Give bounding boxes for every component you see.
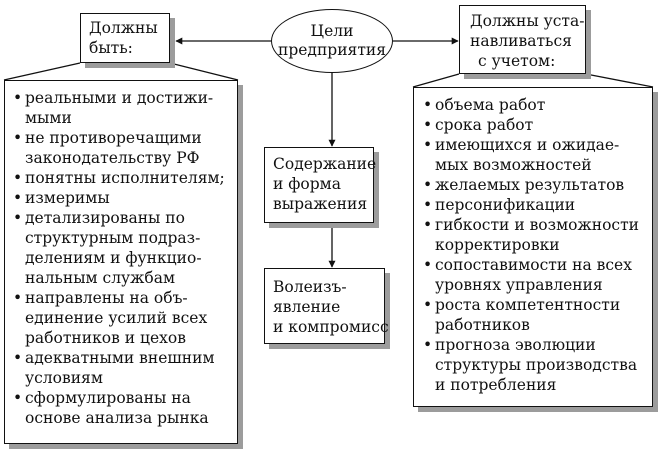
right-list-item-line: желаемых результатов: [435, 176, 625, 194]
right-factors-list: объема работсрока работимеющихся и ожида…: [421, 95, 646, 395]
right-list-item-line: корректировки: [435, 236, 560, 254]
right-list-item: имеющихся и ожидае-мых возможностей: [421, 135, 646, 175]
right-list-item: объема работ: [421, 95, 646, 115]
left-list-item: детализированы по структурным подраз-деле…: [11, 208, 231, 288]
left-list-item-line: понятны исполнителям;: [25, 169, 225, 187]
right-list-item-line: прогноза эволюции: [435, 336, 596, 354]
left-header-line: Должны: [89, 19, 158, 37]
right-list-item: персонификации: [421, 195, 646, 215]
left-criteria-list: реальными и достижи-мымине противоречащи…: [11, 88, 231, 428]
left-list-item-line: основе анализа рынка: [25, 409, 209, 427]
right-list-item-line: имеющихся и ожидае-: [435, 136, 620, 154]
content-box-line: выражения: [273, 195, 368, 213]
right-list-item-line: объема работ: [435, 96, 546, 114]
right-header-line: Должны уста-: [470, 12, 585, 30]
left-list-item: сформулированы на основе анализа рынка: [11, 388, 231, 428]
right-list-box: объема работсрока работимеющихся и ожида…: [413, 87, 653, 407]
left-list-item-line: единение усилий всех: [25, 309, 208, 327]
left-list-item-line: работников и цехов: [25, 329, 186, 347]
left-list-item-line: условиям: [25, 369, 103, 387]
will-box-line: явление: [273, 298, 341, 316]
right-list-item: желаемых результатов: [421, 175, 646, 195]
left-list-item-line: законодательству РФ: [25, 149, 200, 167]
right-list-item: роста компетентности работников: [421, 295, 646, 335]
left-list-box: реальными и достижи-мымине противоречащи…: [4, 80, 238, 444]
right-list-item-line: персонификации: [435, 196, 576, 214]
funnel-right-outer: [412, 73, 460, 88]
will-box-line: Волеизъ-: [273, 278, 347, 296]
left-list-item-line: мыми: [25, 109, 72, 127]
funnel-left-outer: [3, 62, 81, 81]
left-list-item-line: сформулированы на: [25, 389, 191, 407]
goals-line: Цели: [310, 22, 354, 40]
left-list-item-line: не противоречащими: [25, 129, 202, 147]
right-list-item: гибкости и возможности корректировки: [421, 215, 646, 255]
funnel-left-inner: [169, 62, 239, 81]
content-box-line: и форма: [273, 175, 341, 193]
left-list-item: не противоречащими законодательству РФ: [11, 128, 231, 168]
left-list-item-line: делениям и функцио-: [25, 249, 202, 267]
left-list-item-line: реальными и достижи-: [25, 89, 214, 107]
left-list-item-line: нальным службам: [25, 269, 176, 287]
right-list-item-line: сопоставимости на всех: [435, 256, 632, 274]
goals-line: предприятия: [277, 41, 386, 59]
left-list-item-line: измеримы: [25, 189, 110, 207]
left-list-item: измеримы: [11, 188, 231, 208]
right-list-item-line: срока работ: [435, 116, 534, 134]
right-header-line: навливаться: [470, 32, 572, 50]
left-list-item: направлены на объ-единение усилий всех ра…: [11, 288, 231, 348]
right-list-item: сопоставимости на всех уровнях управления: [421, 255, 646, 295]
right-header-line: с учетом:: [478, 52, 556, 70]
will-box: Волеизъ- явление и компромисс: [264, 268, 389, 344]
left-list-item-line: направлены на объ-: [25, 289, 188, 307]
right-list-item-line: роста компетентности: [435, 296, 621, 314]
left-list-item: понятны исполнителям;: [11, 168, 231, 188]
will-box-line: и компромисс: [273, 318, 389, 336]
left-header-line: быть:: [89, 39, 133, 57]
right-list-item: прогноза эволюции структуры производства и…: [421, 335, 646, 395]
right-list-item-line: уровнях управления: [435, 276, 603, 294]
left-list-item-line: адекватными внешним: [25, 349, 215, 367]
content-box: Содержание и форма выражения: [264, 147, 377, 223]
goals-oval: Цели предприятия: [271, 9, 393, 73]
left-header-box: Должны быть:: [80, 13, 170, 63]
right-list-item-line: и потребления: [435, 376, 557, 394]
content-box-line: Содержание: [273, 155, 377, 173]
left-list-item: реальными и достижи-мыми: [11, 88, 231, 128]
funnel-right-inner: [585, 73, 654, 88]
right-list-item-line: мых возможностей: [435, 156, 592, 174]
right-header-box: Должны уста- навливаться с учетом:: [459, 5, 586, 74]
right-list-item-line: структуры производства: [435, 356, 638, 374]
left-list-item: адекватными внешним условиям: [11, 348, 231, 388]
left-list-item-line: структурным подраз-: [25, 229, 201, 247]
right-list-item-line: гибкости и возможности: [435, 216, 639, 234]
left-list-item-line: детализированы по: [25, 209, 185, 227]
right-list-item-line: работников: [435, 316, 530, 334]
right-list-item: срока работ: [421, 115, 646, 135]
